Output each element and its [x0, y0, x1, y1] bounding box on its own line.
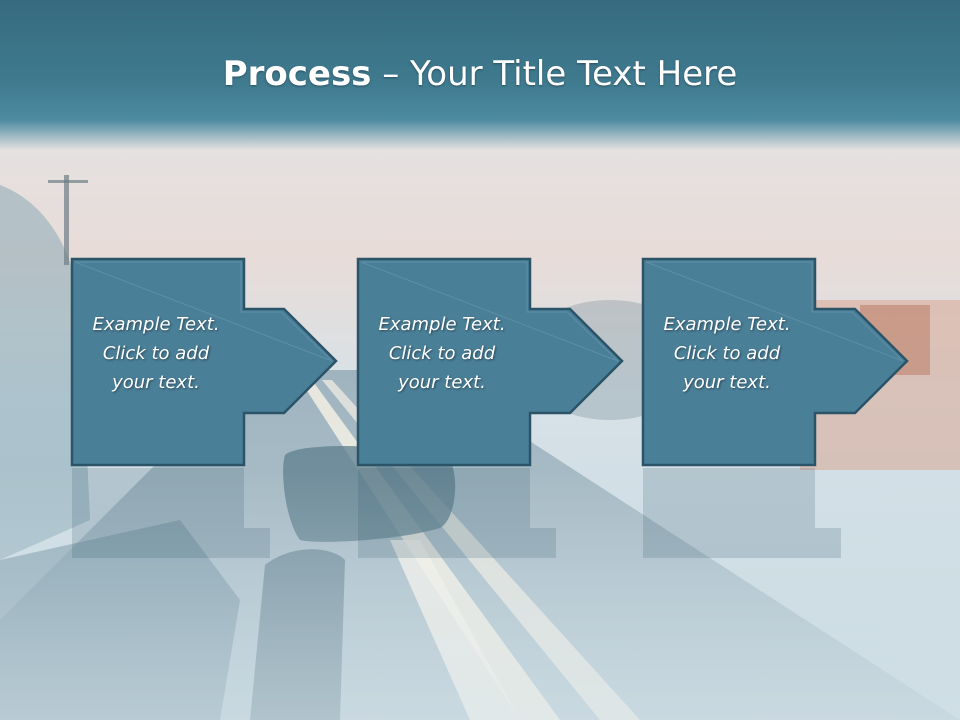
slide-title[interactable]: Process – Your Title Text Here	[0, 52, 960, 96]
step-line-3: your text.	[398, 372, 486, 393]
step-arrow-shape-icon	[356, 257, 624, 467]
title-band	[0, 0, 960, 150]
step-line-2: Click to add	[388, 343, 496, 364]
title-bold: Process	[222, 54, 372, 94]
step-reflection	[356, 468, 556, 558]
step-line-3: your text.	[112, 372, 200, 393]
step-line-1: Example Text.	[92, 314, 220, 335]
process-step-1[interactable]: Example Text. Click to add your text.	[70, 257, 338, 467]
step-reflection	[641, 468, 841, 558]
step-line-3: your text.	[683, 372, 771, 393]
step-arrow-shape-icon	[641, 257, 909, 467]
step-line-2: Click to add	[102, 343, 210, 364]
step-line-2: Click to add	[673, 343, 781, 364]
step-text[interactable]: Example Text. Click to add your text.	[356, 310, 528, 397]
process-step-3[interactable]: Example Text. Click to add your text.	[641, 257, 909, 467]
process-step-2[interactable]: Example Text. Click to add your text.	[356, 257, 624, 467]
step-reflection	[70, 468, 270, 558]
title-rest: – Your Title Text Here	[371, 54, 738, 94]
step-arrow-shape-icon	[70, 257, 338, 467]
step-text[interactable]: Example Text. Click to add your text.	[70, 310, 242, 397]
step-line-1: Example Text.	[378, 314, 506, 335]
step-line-1: Example Text.	[663, 314, 791, 335]
step-text[interactable]: Example Text. Click to add your text.	[641, 310, 813, 397]
